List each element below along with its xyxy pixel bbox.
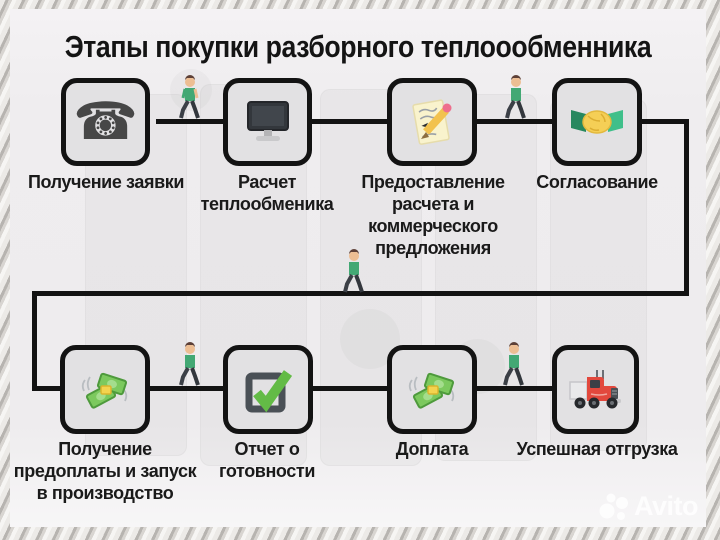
avito-watermark: Avito <box>599 491 699 522</box>
step-label: Успешная отгрузка <box>516 439 678 459</box>
step-label: Отчет о готовности <box>219 439 315 481</box>
money-icon <box>81 372 128 409</box>
step-box-agreement <box>552 78 642 166</box>
connector-line <box>148 386 227 391</box>
memo-pencil-icon <box>412 99 452 145</box>
step-label: Доплата <box>395 439 469 459</box>
step-box-request: ☎ <box>61 78 150 166</box>
connector-line <box>640 119 689 124</box>
connector-line <box>32 291 37 391</box>
walking-person-icon <box>179 75 200 119</box>
step-label: Согласование <box>536 172 658 192</box>
connector-line <box>475 386 564 391</box>
connector-line <box>32 386 64 391</box>
connector-line <box>475 119 564 124</box>
step-label: Расчет теплообменика <box>200 172 334 214</box>
avito-dots-icon <box>599 493 628 520</box>
step-box-readiness <box>223 345 313 434</box>
connector-line <box>310 119 399 124</box>
walking-person-icon <box>343 249 364 293</box>
infographic-canvas: Этапы покупки разборного теплоообменника… <box>10 9 706 527</box>
checkbox-icon <box>245 369 293 412</box>
step-label: Предоставление расчета и коммерческого п… <box>361 172 505 258</box>
step-box-surcharge <box>387 345 477 434</box>
step-label: Получение предоплаты и запуск в производ… <box>13 439 197 503</box>
page-title: Этапы покупки разборного теплоообменника <box>64 29 652 64</box>
connector-line <box>32 291 689 296</box>
step-box-offer <box>387 78 477 166</box>
avito-watermark-label: Avito <box>634 491 699 521</box>
phone-icon: ☎ <box>73 92 138 152</box>
step-box-shipment <box>552 345 639 434</box>
truck-icon <box>568 369 621 408</box>
walking-person-icon <box>505 75 526 119</box>
step-label: Получение заявки <box>27 172 185 192</box>
step-box-prepayment <box>60 345 150 434</box>
walking-person-icon <box>503 342 524 386</box>
computer-icon <box>246 101 289 141</box>
connector-line <box>156 119 235 124</box>
connector-line <box>684 119 689 296</box>
step-box-calculation <box>223 78 312 166</box>
money-icon <box>408 372 455 409</box>
walking-person-icon <box>179 342 200 386</box>
connector-line <box>310 386 399 391</box>
handshake-icon <box>571 110 623 134</box>
